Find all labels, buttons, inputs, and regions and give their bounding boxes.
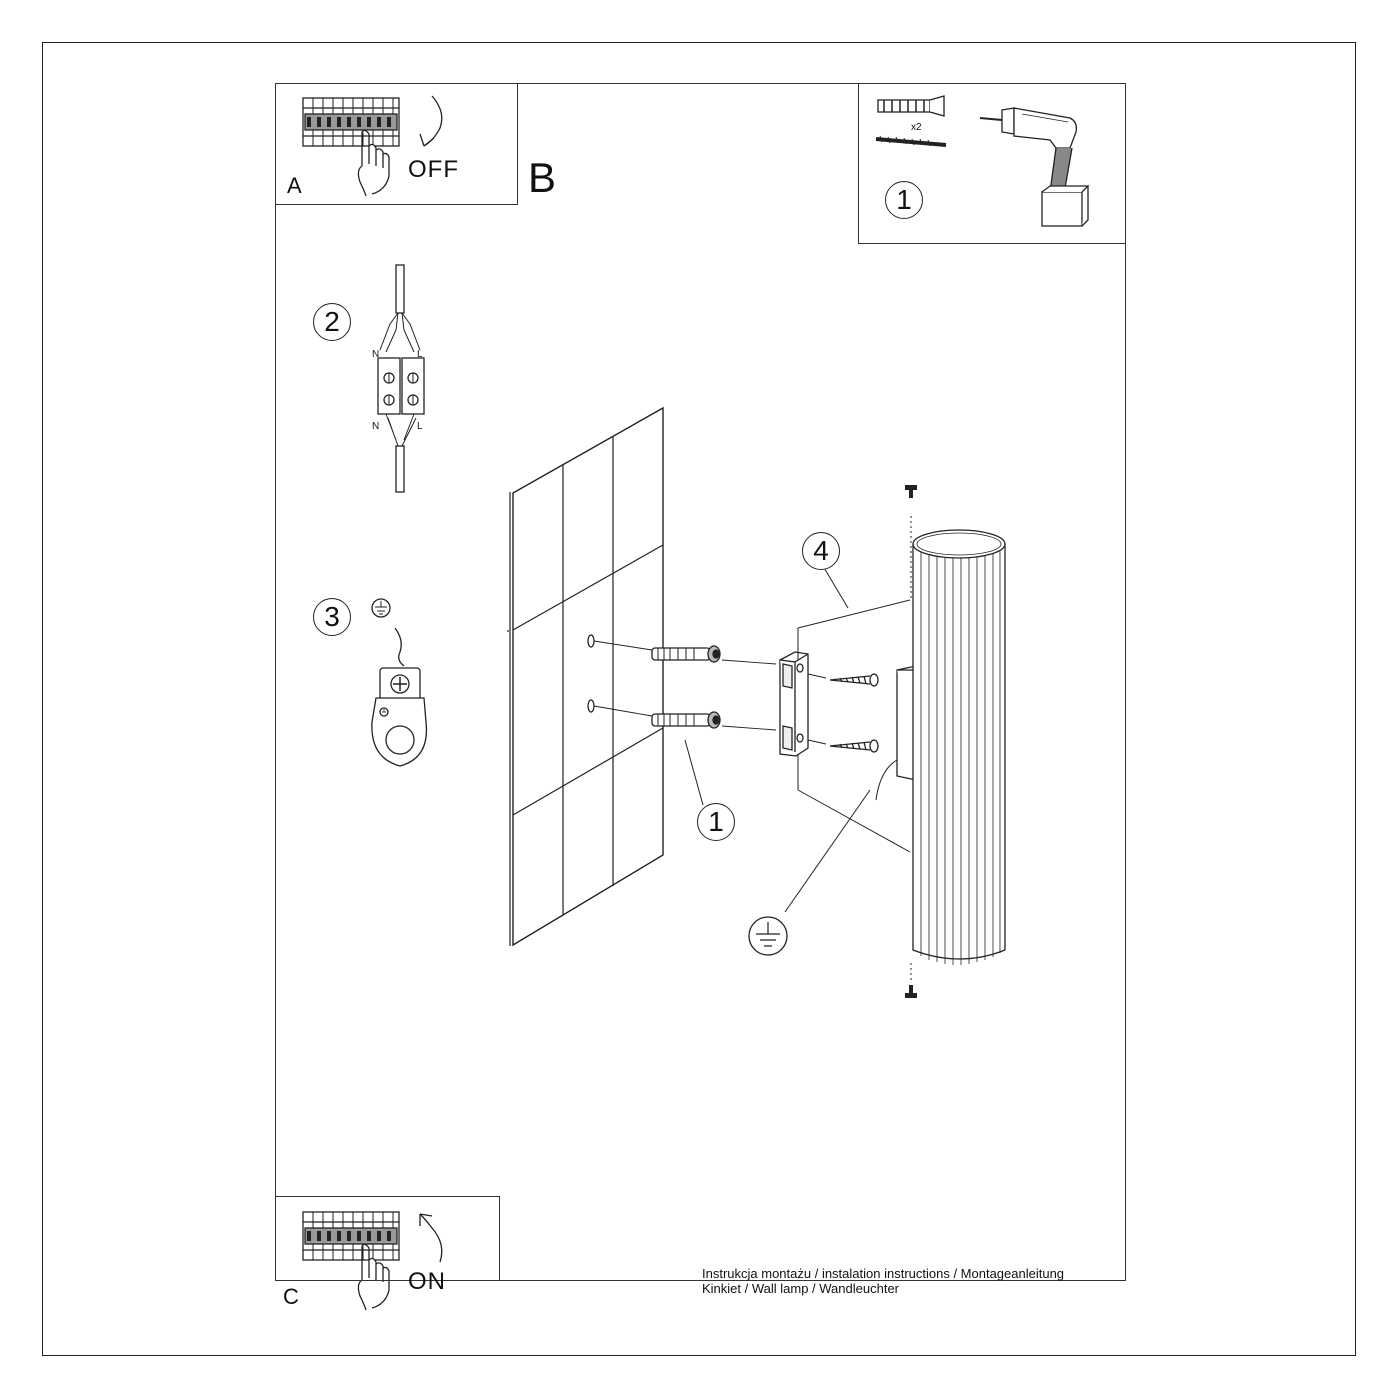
step-c-letter: C xyxy=(283,1284,299,1309)
page-border xyxy=(42,42,1356,1356)
footer-instructions-title: Instrukcja montażu / instalation instruc… xyxy=(702,1266,1065,1281)
step-c-power-on-panel xyxy=(275,1196,500,1281)
terminal-label-n-top: N xyxy=(372,349,380,360)
terminal-label-n-bottom: N xyxy=(372,421,380,432)
tools-panel xyxy=(858,83,1126,244)
terminal-label-l-bottom: L xyxy=(417,421,423,432)
footer-product-type: Kinkiet / Wall lamp / Wandleuchter xyxy=(702,1281,899,1296)
step-a-letter: A xyxy=(287,173,302,198)
step-b-letter: B xyxy=(528,154,557,201)
step-2-number: 2 xyxy=(313,303,351,341)
dowel-callout-number: 1 xyxy=(697,803,735,841)
step-a-power-off-panel xyxy=(275,83,518,205)
footer-caption: Instrukcja montażu / instalation instruc… xyxy=(702,1266,1064,1296)
terminal-label-l-top: L xyxy=(417,349,423,360)
power-on-label: ON xyxy=(408,1268,446,1295)
power-off-label: OFF xyxy=(408,156,459,183)
step-3-number: 3 xyxy=(313,598,351,636)
quantity-multiplier: x2 xyxy=(911,122,922,133)
instruction-sheet xyxy=(275,83,1126,1281)
tools-step-number: 1 xyxy=(885,181,923,219)
lamp-callout-number: 4 xyxy=(802,532,840,570)
